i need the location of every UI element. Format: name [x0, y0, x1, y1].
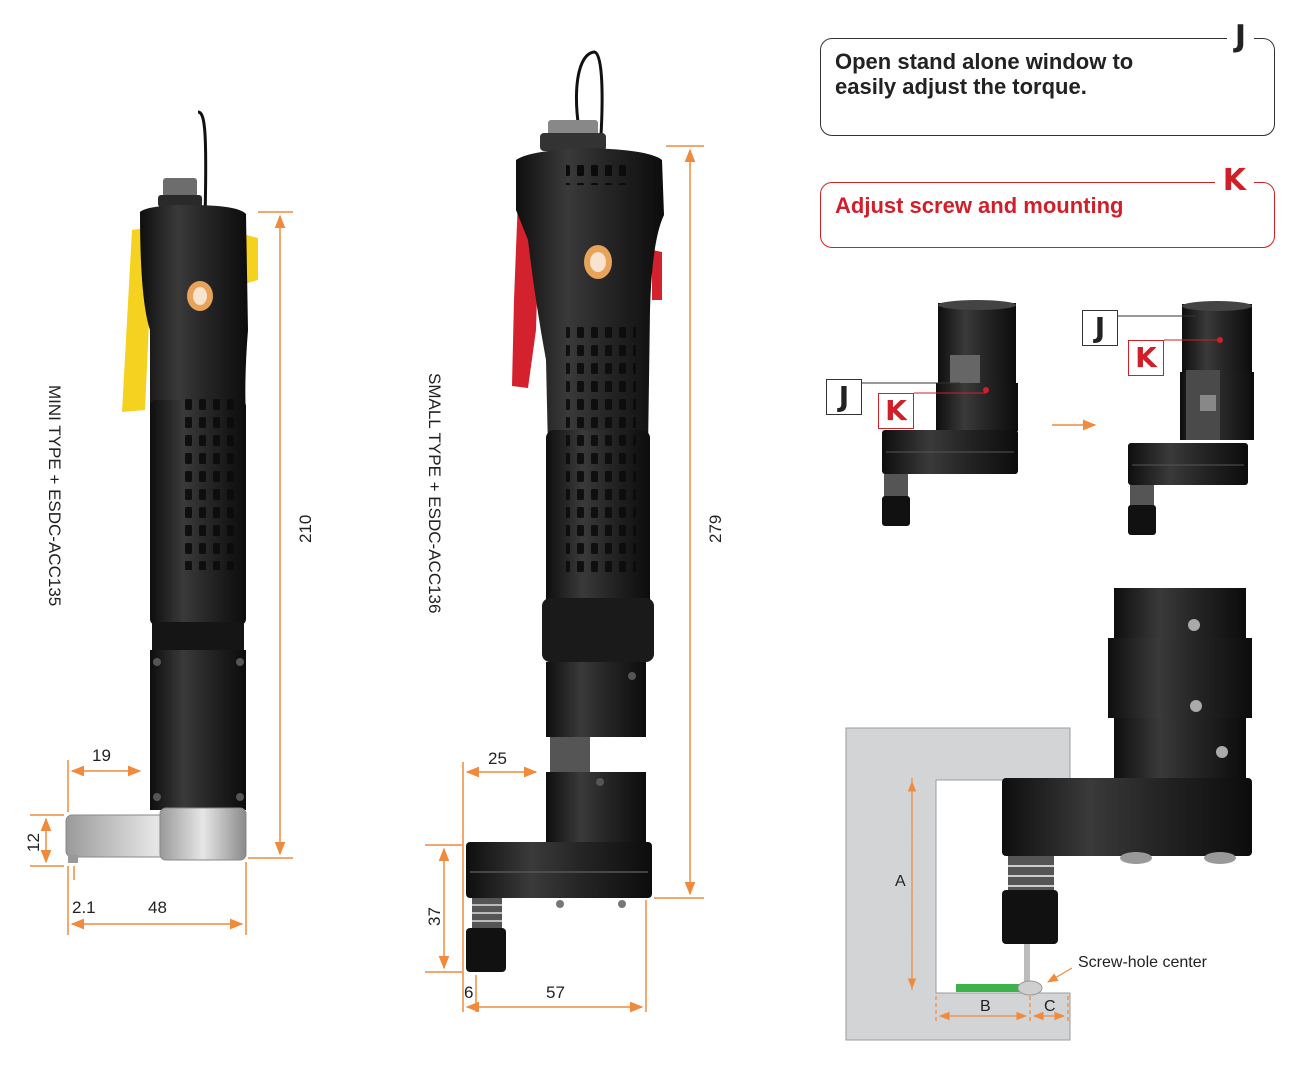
- callout-k: K Adjust screw and mounting: [820, 161, 1275, 248]
- mini-dim-side: 19: [92, 746, 111, 765]
- small-dim-side: 25: [488, 749, 507, 768]
- small-screwdriver: [466, 50, 664, 972]
- callout-j-letter: J: [1226, 17, 1254, 57]
- callout-j: J Open stand alone window to easily adju…: [820, 17, 1275, 136]
- detail-before-tag-j: J: [826, 379, 862, 415]
- detail-head-after: [1128, 301, 1254, 535]
- small-type-label: SMALL TYPE + ESDC-ACC136: [425, 373, 444, 614]
- screw-hole-center-label: Screw-hole center: [1078, 954, 1207, 971]
- detail-after-leaders: [1114, 315, 1220, 341]
- mini-dim-offset: 2.1: [72, 898, 96, 917]
- small-dim-height: 279: [706, 514, 725, 543]
- mounting-label-b: B: [980, 998, 991, 1015]
- callout-j-text: Open stand alone window to easily adjust…: [835, 49, 1134, 99]
- mini-dim-length: 48: [148, 898, 167, 917]
- small-dimension-lines: [425, 145, 704, 1013]
- detail-after-tag-k: K: [1128, 340, 1164, 376]
- mounting-label-c: C: [1044, 998, 1056, 1015]
- mounting-label-a: A: [895, 873, 906, 890]
- detail-head-before: [882, 300, 1018, 526]
- mounting-dimension-lines: [907, 778, 1073, 1022]
- detail-after-tag-j: J: [1082, 310, 1118, 346]
- small-dim-bit: 37: [425, 907, 444, 926]
- callout-k-letter: K: [1214, 161, 1254, 201]
- mini-type-label: MINI TYPE + ESDC-ACC135: [45, 385, 64, 607]
- mini-screwdriver: [65, 110, 258, 863]
- small-dim-length: 57: [546, 983, 565, 1002]
- mini-dim-height: 210: [296, 514, 315, 543]
- detail-before-tag-k: K: [878, 393, 914, 429]
- mounting-diagram: [845, 588, 1252, 1041]
- small-dim-offset: 6: [464, 983, 474, 1002]
- mini-dimension-lines: [30, 211, 293, 935]
- mini-dim-thickness: 12: [24, 833, 43, 852]
- callout-k-text: Adjust screw and mounting: [835, 193, 1124, 218]
- detail-before-leaders: [860, 382, 987, 394]
